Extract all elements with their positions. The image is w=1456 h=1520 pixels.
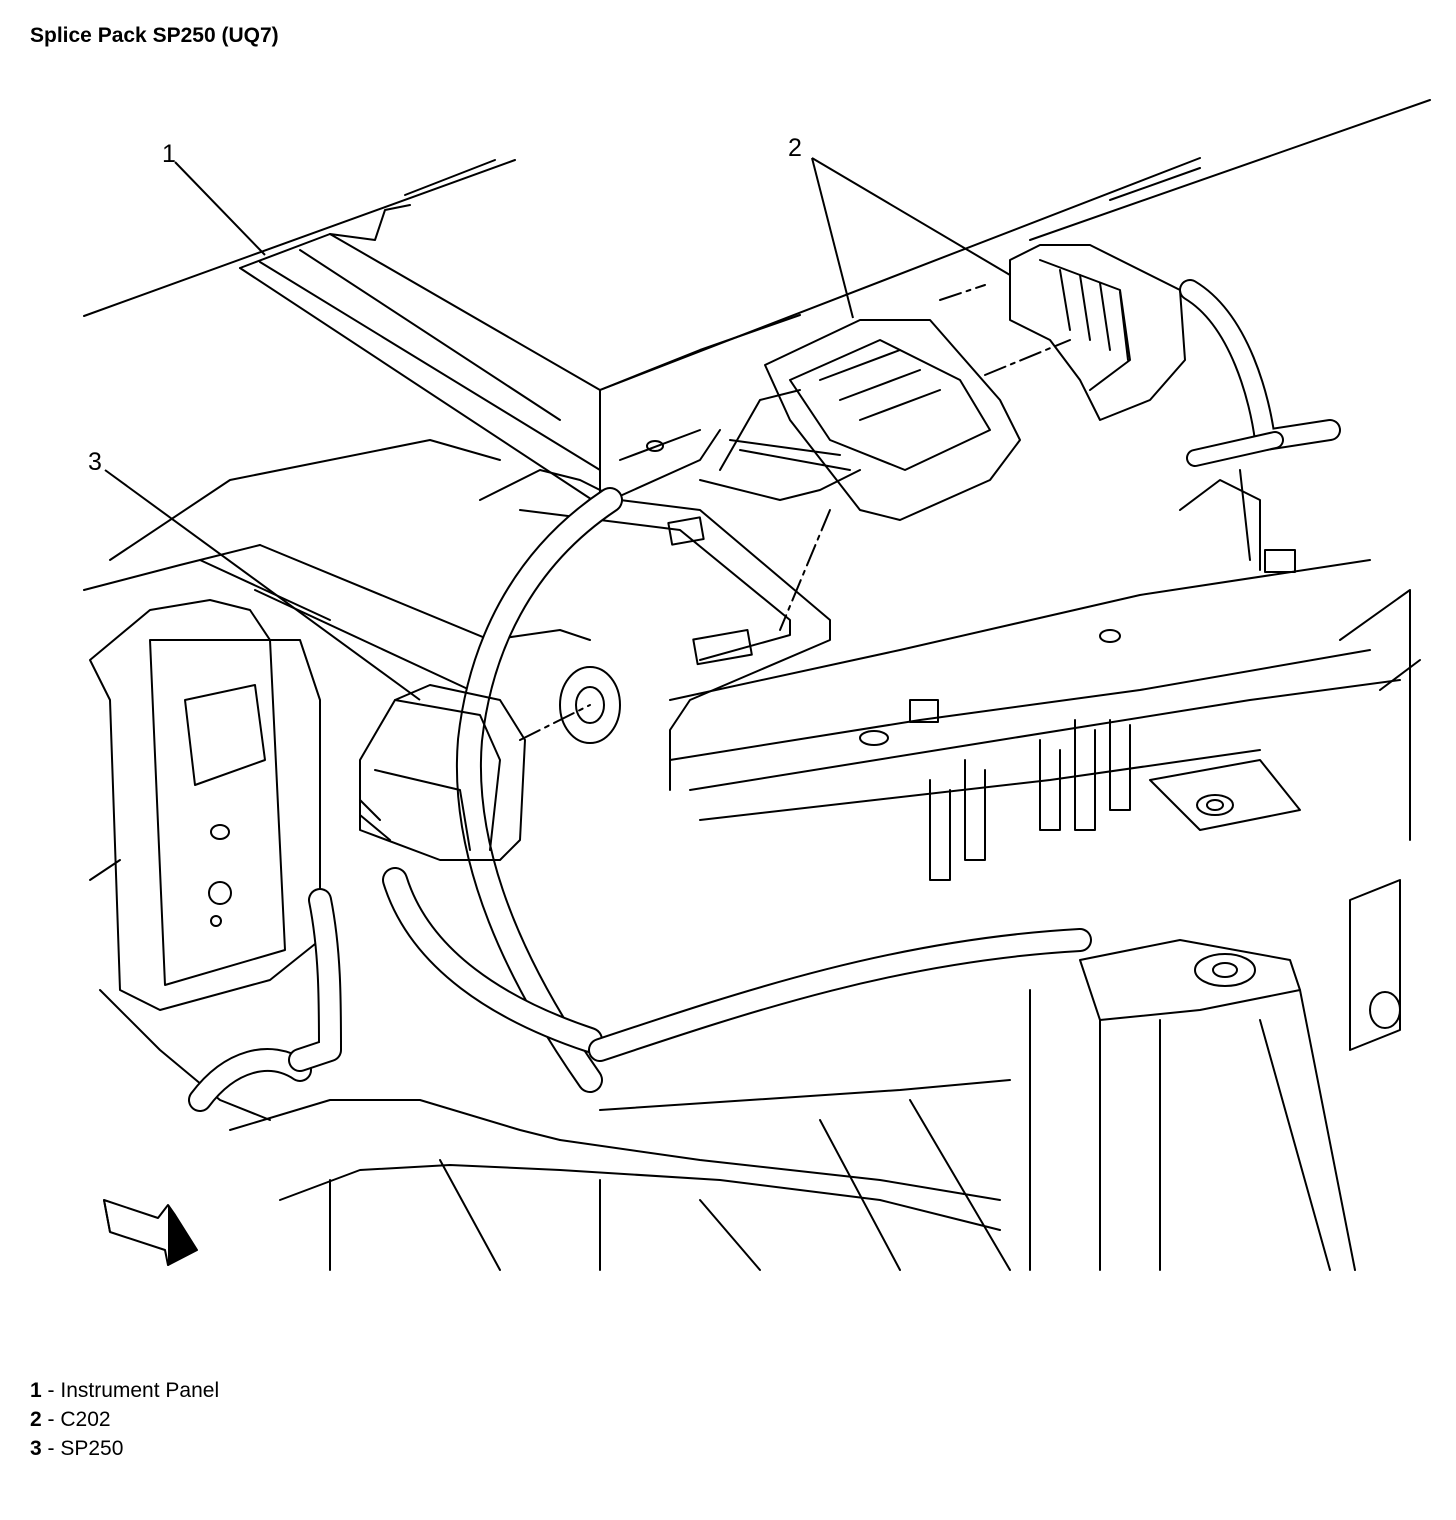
legend-number: 1 xyxy=(30,1379,42,1402)
legend-number: 3 xyxy=(30,1437,42,1460)
legend-separator: - xyxy=(41,1408,61,1431)
drawing-linework xyxy=(83,99,1431,1271)
line-drawing: 1 2 3 xyxy=(83,99,1431,1271)
legend-separator: - xyxy=(41,1437,61,1460)
page-title: Splice Pack SP250 (UQ7) xyxy=(30,24,279,47)
legend-label: Instrument Panel xyxy=(60,1379,220,1402)
callout-2: 2 xyxy=(788,134,802,162)
leader-lines xyxy=(104,157,1011,701)
legend-item: 3 - SP250 xyxy=(30,1434,219,1463)
legend-item: 1 - Instrument Panel xyxy=(30,1376,219,1405)
legend-separator: - xyxy=(41,1379,61,1402)
legend-label: SP250 xyxy=(60,1437,124,1460)
legend-item: 2 - C202 xyxy=(30,1405,219,1434)
callout-1: 1 xyxy=(162,140,176,168)
direction-arrow-icon xyxy=(103,1199,198,1266)
legend-number: 2 xyxy=(30,1408,42,1431)
legend: 1 - Instrument Panel 2 - C202 3 - SP250 xyxy=(30,1376,219,1463)
callout-3: 3 xyxy=(88,448,102,476)
legend-label: C202 xyxy=(60,1408,111,1431)
